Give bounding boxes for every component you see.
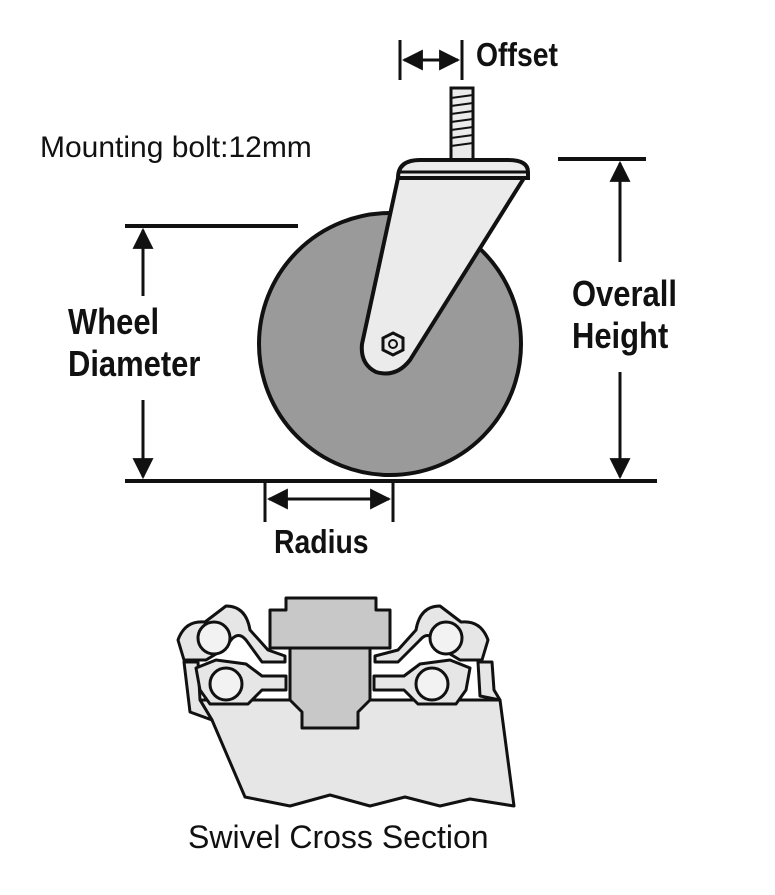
mounting-bolt-label: Mounting bolt:12mm: [40, 131, 312, 164]
top-plate: [395, 158, 530, 180]
bearing-ball-upper-left: [196, 620, 232, 656]
overall-height-label-line1: Overall: [572, 275, 677, 315]
wheel-diameter-dimension: [125, 224, 298, 480]
radius-label: Radius: [274, 523, 369, 561]
bearing-ball-lower-left: [208, 666, 244, 702]
cross-section-stem: [288, 646, 372, 730]
caster-bracket: [359, 176, 526, 376]
bearing-ball-upper-right: [428, 620, 464, 656]
cross-section-top-plate: [268, 596, 392, 650]
wheel-diameter-label-line2: Diameter: [68, 345, 200, 385]
overall-height-dimension: [558, 157, 646, 480]
offset-label: Offset: [476, 36, 558, 74]
offset-dimension: [398, 40, 464, 80]
cross-section-housing: [198, 698, 516, 808]
radius-dimension: [263, 483, 395, 522]
swivel-cross-section-label: Swivel Cross Section: [188, 819, 489, 855]
overall-height-label-line2: Height: [572, 317, 668, 357]
axle-nut: [381, 331, 405, 357]
bearing-ball-lower-right: [414, 666, 450, 702]
mounting-bolt: [449, 86, 475, 168]
swivel-cross-section: [176, 596, 516, 808]
wheel-diameter-label-line1: Wheel: [68, 303, 159, 343]
